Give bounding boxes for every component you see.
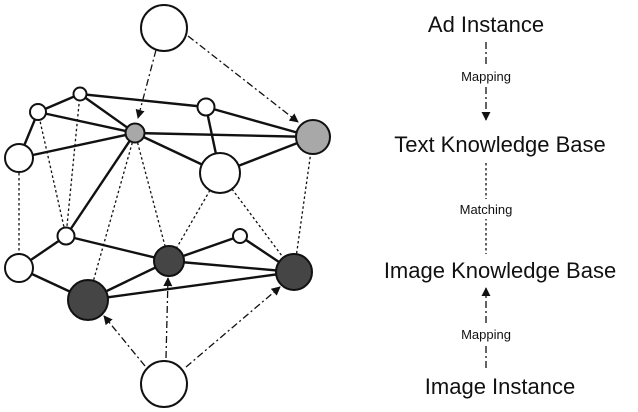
image-kb-node bbox=[56, 226, 76, 246]
dotted-link bbox=[37, 111, 67, 237]
text-kb-node bbox=[199, 152, 241, 194]
dotted-link bbox=[134, 132, 170, 262]
graph-edge bbox=[65, 132, 136, 237]
graph-edge bbox=[134, 131, 314, 139]
image-kb-node bbox=[4, 253, 34, 283]
text-kb-node-matched bbox=[124, 122, 146, 144]
matching-label-bg bbox=[454, 199, 518, 219]
graph-edge bbox=[37, 110, 136, 135]
graph-edge bbox=[87, 270, 295, 302]
graph-edge bbox=[18, 131, 136, 160]
image-kb-node-matched bbox=[275, 253, 313, 291]
graph-edge bbox=[168, 259, 295, 274]
mapping-arrows bbox=[103, 35, 299, 368]
dotted-link bbox=[293, 136, 314, 273]
mapping-label-bottom: Mapping bbox=[461, 327, 511, 342]
ad-instance-label: Ad Instance bbox=[428, 12, 544, 37]
mapping-label-bg bbox=[452, 66, 520, 86]
text-kb-node bbox=[196, 97, 216, 117]
dotted-link bbox=[87, 132, 136, 301]
text-kb-node bbox=[72, 86, 88, 102]
text-kb-node bbox=[4, 143, 34, 173]
image-kb-node-matched bbox=[67, 279, 109, 321]
mapping-label-bg bbox=[452, 324, 520, 344]
mapping-arrow bbox=[163, 277, 173, 359]
dotted-link bbox=[65, 93, 81, 237]
image-kb-node-matched bbox=[153, 245, 185, 277]
mapping-label-top: Mapping bbox=[461, 69, 511, 84]
text-kb-node bbox=[29, 103, 47, 121]
graph-edge bbox=[205, 105, 314, 139]
graph-edge bbox=[65, 234, 170, 263]
graph-edge bbox=[79, 93, 136, 134]
image-kb-node bbox=[232, 228, 248, 244]
mapping-arrow bbox=[187, 35, 299, 123]
graph-edge bbox=[79, 92, 207, 109]
image-instance-node bbox=[140, 360, 188, 408]
ad-instance-node bbox=[140, 4, 188, 52]
mapping-arrow bbox=[103, 315, 146, 367]
text-kb-node-matched bbox=[295, 119, 331, 155]
text-kb-label: Text Knowledge Base bbox=[394, 132, 606, 157]
graph-nodes bbox=[4, 4, 331, 408]
matching-label: Matching bbox=[460, 202, 513, 217]
image-instance-label: Image Instance bbox=[425, 374, 575, 399]
image-kb-label: Image Knowledge Base bbox=[384, 258, 616, 283]
flow-legend: Ad Instance Mapping Text Knowledge Base … bbox=[384, 12, 616, 399]
mapping-arrow bbox=[185, 286, 281, 368]
mapping-arrow bbox=[135, 49, 157, 119]
